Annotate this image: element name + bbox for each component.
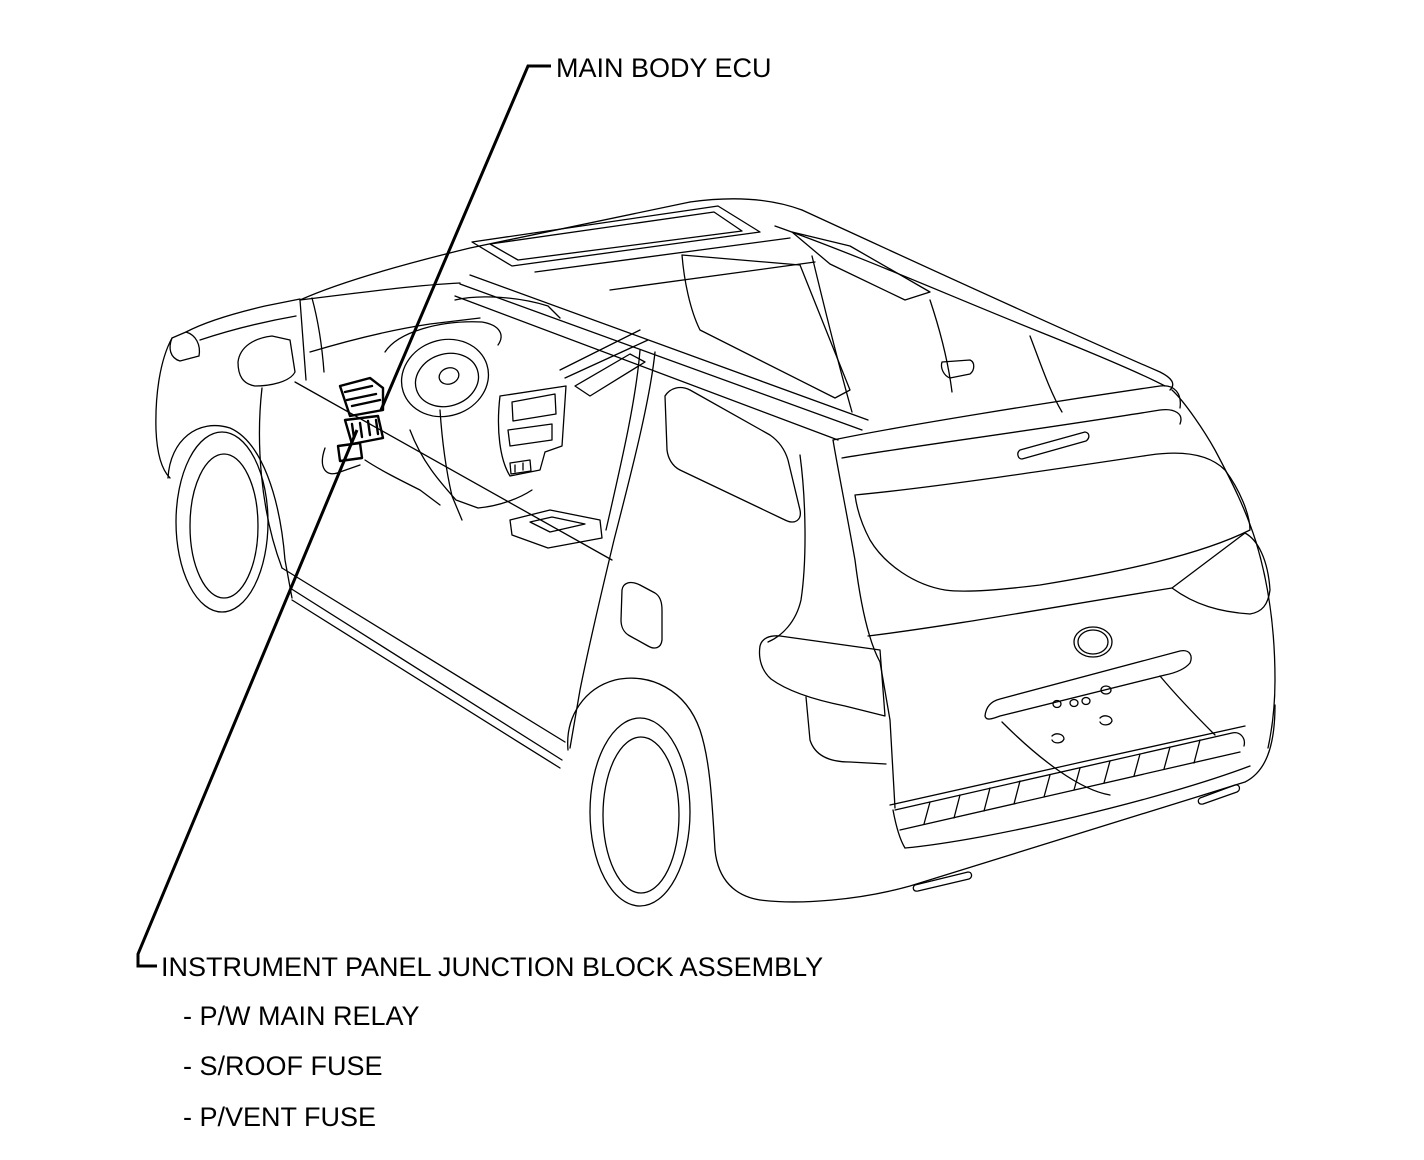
plate-mount-hole-2 bbox=[1069, 698, 1079, 708]
rear-emblem-inner bbox=[1077, 629, 1109, 655]
rear-bumper-step bbox=[899, 751, 1241, 831]
front-fascia bbox=[155, 337, 173, 479]
hatch-left-edge bbox=[832, 439, 896, 809]
roof-crossbar-front bbox=[534, 237, 791, 273]
front-rim bbox=[189, 453, 259, 599]
front-wheel-arch bbox=[167, 424, 293, 599]
passenger-dash-switch-panel bbox=[574, 353, 646, 397]
hatch-right-edge bbox=[1171, 389, 1257, 543]
passenger-dash-line bbox=[559, 329, 649, 379]
floor-console-inner bbox=[529, 516, 586, 533]
junction-block-fuses bbox=[350, 418, 380, 440]
front-door-leading-edge bbox=[258, 387, 283, 569]
steering-wheel-hub bbox=[438, 367, 460, 385]
roof-left-rail-outer bbox=[469, 274, 869, 421]
license-plate-recess bbox=[1001, 675, 1216, 796]
plate-mount-slot-2 bbox=[1051, 733, 1065, 744]
main-body-ecu-connector bbox=[343, 384, 382, 408]
sub-item-pw-main-relay: - P/W MAIN RELAY bbox=[183, 1001, 420, 1031]
interior-seatbelt-anchor bbox=[940, 359, 975, 379]
front-sunroof-inner bbox=[489, 211, 743, 261]
rear-bumper-step-ribs bbox=[923, 739, 1201, 825]
rear-bumper-bottom bbox=[759, 704, 1276, 903]
license-garnish bbox=[984, 650, 1192, 720]
hood-edge bbox=[185, 298, 301, 333]
dashboard-top bbox=[309, 317, 481, 353]
windshield-header bbox=[299, 282, 461, 301]
front-footwell bbox=[364, 459, 441, 506]
interior-pillar-line-3 bbox=[1029, 335, 1063, 413]
rear-emblem-outer bbox=[1073, 626, 1113, 658]
front-headlamp bbox=[169, 331, 201, 362]
b-pillar bbox=[569, 351, 656, 749]
rear-bumper-top bbox=[894, 732, 1246, 811]
roof-right-rail bbox=[774, 225, 1166, 387]
main-body-ecu-label: MAIN BODY ECU bbox=[556, 53, 772, 83]
window-switch bbox=[509, 459, 532, 475]
rocker-upper bbox=[281, 567, 566, 743]
interior-pillar-line-1 bbox=[811, 255, 853, 413]
rear-side-window-far bbox=[681, 254, 851, 399]
fuel-door bbox=[620, 581, 663, 649]
rear-wheel-arch bbox=[567, 677, 761, 901]
rocker-lower bbox=[289, 587, 563, 761]
main-body-ecu-leader-line bbox=[379, 64, 551, 411]
left-tail-lamp-lower bbox=[805, 696, 887, 765]
rear-bumper-left-corner bbox=[892, 809, 906, 849]
center-stack bbox=[497, 385, 567, 477]
junction-block-leader-line bbox=[136, 429, 359, 968]
dash-upper-trim bbox=[454, 296, 561, 319]
rocker-bottom bbox=[291, 599, 561, 769]
high-mount-stop-lamp bbox=[1017, 431, 1090, 460]
steering-wheel-outer bbox=[400, 338, 490, 418]
a-pillar bbox=[299, 299, 307, 381]
driver-seat bbox=[409, 429, 533, 509]
hatch-shoulder-crease bbox=[867, 587, 1173, 637]
rear-bumper-face bbox=[904, 765, 1251, 849]
left-tail-lamp bbox=[758, 635, 886, 717]
rear-right-corner bbox=[1255, 541, 1276, 749]
plate-mount-hole-4 bbox=[1100, 685, 1112, 695]
side-mirror bbox=[237, 335, 296, 387]
sliding-door-window bbox=[664, 386, 801, 523]
sub-item-pvent-fuse: - P/VENT FUSE bbox=[183, 1102, 376, 1132]
rear-hatch-glass bbox=[854, 452, 1251, 592]
plate-mount-hole-3 bbox=[1081, 696, 1091, 706]
floor-console bbox=[509, 509, 603, 549]
rear-spoiler-top bbox=[832, 385, 1181, 441]
minivan-line-drawing bbox=[155, 198, 1276, 907]
main-body-ecu-component bbox=[338, 376, 385, 418]
a-pillar-inner bbox=[311, 297, 325, 373]
b-pillar-inner bbox=[605, 349, 641, 531]
roof-left-edge bbox=[454, 295, 839, 441]
center-stack-panel bbox=[507, 423, 553, 447]
plate-mount-hole-1 bbox=[1052, 699, 1062, 709]
junction-block-component bbox=[343, 414, 385, 446]
right-tail-lamp bbox=[1171, 532, 1271, 615]
rear-quarter-edge bbox=[767, 454, 806, 643]
center-stack-vent bbox=[511, 393, 557, 422]
roof-left-rail-inner bbox=[459, 283, 863, 431]
rear-sunroof bbox=[791, 231, 931, 301]
interior-pillar-line-2 bbox=[929, 299, 953, 393]
roof-front-right bbox=[689, 198, 803, 211]
roof-right-edge bbox=[801, 209, 1174, 391]
hatch-lower-edge bbox=[889, 725, 1246, 806]
roof-front-edge bbox=[299, 201, 691, 301]
front-sunroof bbox=[471, 205, 761, 267]
roof-crossbar-rear bbox=[609, 261, 816, 291]
steering-wheel-inner bbox=[414, 352, 480, 408]
left-rear-reflector bbox=[912, 871, 973, 892]
sub-item-sroof-fuse: - S/ROOF FUSE bbox=[183, 1051, 383, 1081]
rear-tire bbox=[589, 717, 691, 907]
junction-block-label: INSTRUMENT PANEL JUNCTION BLOCK ASSEMBLY bbox=[161, 952, 823, 982]
rear-spoiler-bottom bbox=[841, 408, 1182, 459]
instrument-hood bbox=[384, 321, 502, 353]
hood-crease bbox=[199, 315, 297, 341]
right-rear-reflector bbox=[1197, 784, 1241, 805]
plate-mount-slot-1 bbox=[1099, 715, 1113, 726]
rear-rim bbox=[602, 736, 680, 894]
